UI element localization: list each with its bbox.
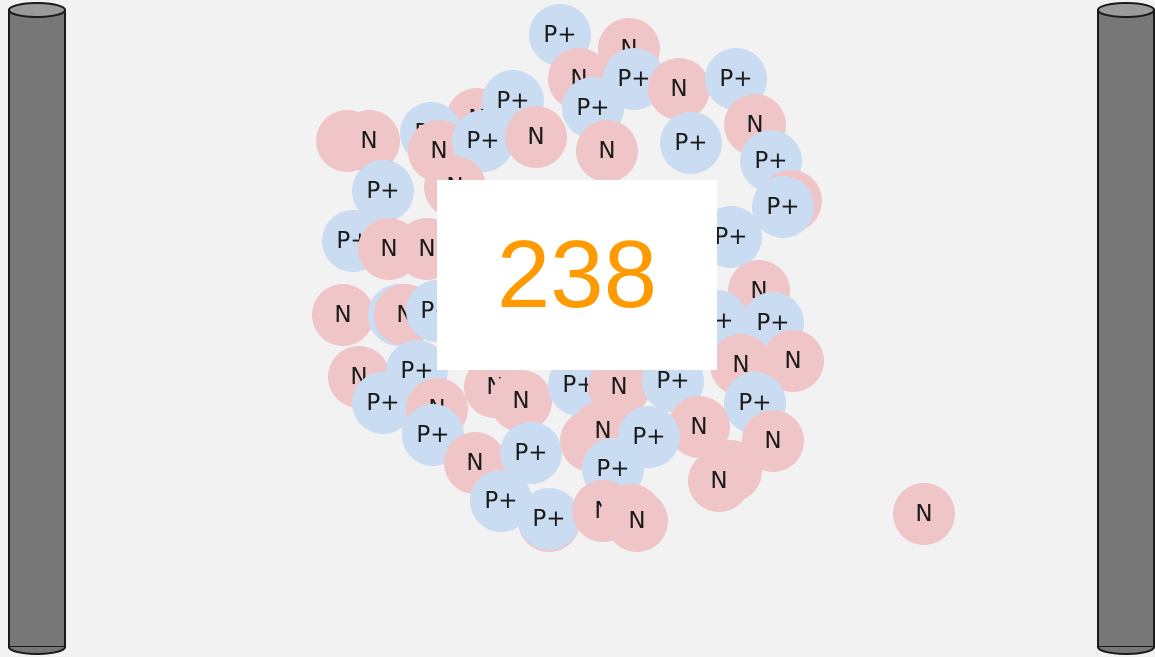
neutron: N — [576, 120, 638, 182]
neutron: N — [505, 106, 567, 168]
proton: P+ — [518, 488, 580, 550]
right-rod — [1097, 2, 1155, 655]
left-rod — [8, 2, 66, 655]
neutron: N — [606, 490, 668, 552]
free-neutron: N — [893, 483, 955, 545]
mass-number: 238 — [496, 221, 658, 328]
proton: P+ — [660, 112, 722, 174]
neutron: N — [688, 450, 750, 512]
mass-number-panel: 238 — [437, 180, 717, 370]
neutron: N — [648, 58, 710, 120]
neutron: N — [490, 370, 552, 432]
proton: P+ — [724, 372, 786, 434]
proton: P+ — [752, 176, 814, 238]
neutron: N — [312, 284, 374, 346]
